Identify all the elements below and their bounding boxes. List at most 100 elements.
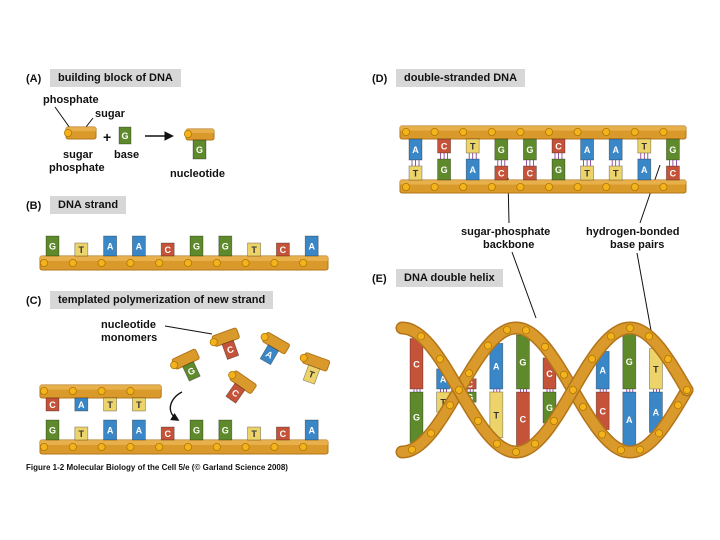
- panel-e-base-top-3-letter: A: [493, 362, 500, 372]
- panel-b-knob-6: [212, 258, 221, 267]
- panel-c-template-base-1: [74, 426, 89, 441]
- panel-e-base-bottom-7-letter: C: [599, 406, 606, 416]
- panel-d-bottom-base-5-letter: G: [555, 165, 562, 175]
- panel-e-base-bottom-8-letter: A: [626, 415, 633, 425]
- panel-d-top-knob-7: [602, 127, 611, 136]
- panel-d-bottom-base-5: [551, 158, 566, 181]
- helix-strand-2: [397, 322, 692, 458]
- panel-d-letter: (D): [372, 73, 388, 85]
- panel-c-new-base-0-letter: C: [49, 400, 56, 410]
- helix-knob-16: [560, 370, 569, 379]
- free-monomer-1: G: [170, 348, 201, 382]
- panel-d-bottom-knob-2: [459, 182, 468, 191]
- helix-knob-12: [522, 326, 531, 335]
- free-monomer-knob-0: [209, 338, 218, 347]
- panel-d-bottom-backbone-highlight: [400, 180, 686, 185]
- panel-d-top-knob-1: [430, 127, 439, 136]
- panel-d-bottom-knob-4: [516, 182, 525, 191]
- panel-d-bottom-base-1-letter: G: [441, 165, 448, 175]
- panel-e-base-top-4-letter: G: [519, 357, 526, 367]
- panel-d-bottom-knob-1: [430, 182, 439, 191]
- panel-c-new-base-3-letter: T: [136, 400, 142, 410]
- panel-e-base-top-0-letter: C: [413, 359, 420, 369]
- panel-b-base-5: [189, 235, 204, 257]
- panel-c-new-knob-2: [97, 386, 106, 395]
- panel-d-bottom-knob-7: [602, 182, 611, 191]
- panel-d-top-base-6: [580, 138, 594, 161]
- panel-e-base-bottom-0: [409, 391, 424, 443]
- monomers-label-1: nucleotide: [101, 319, 157, 331]
- helix-knob-21: [607, 332, 616, 341]
- panel-d-top-base-9-letter: G: [669, 145, 676, 155]
- panel-e-base-top-1-letter: A: [440, 374, 447, 384]
- panel-d-bottom-knob-0: [401, 182, 410, 191]
- free-monomer-knob-2: [260, 332, 269, 341]
- panel-c-template-knob-8: [270, 442, 279, 451]
- helix-knob-28: [674, 401, 683, 410]
- panel-c-template-knob-5: [183, 442, 192, 451]
- panel-c-template-knob-3: [126, 442, 135, 451]
- panel-e-base-top-4: [516, 334, 530, 390]
- panel-c-template-base-0-letter: G: [49, 426, 56, 436]
- panel-b-base-9-letter: A: [308, 242, 315, 252]
- panel-c-template-base-5: [189, 419, 204, 441]
- panel-b-base-6-letter: G: [222, 242, 229, 252]
- panel-d-top-base-1: [437, 138, 452, 154]
- panel-c-template-knob-7: [241, 442, 250, 451]
- helix-knob-27: [664, 354, 673, 363]
- panel-d-bottom-base-4: [523, 165, 537, 181]
- panel-c-template-knob-0: [40, 442, 49, 451]
- panel-e-base-bottom-3: [489, 391, 504, 439]
- panel-d-top-knob-8: [630, 127, 639, 136]
- panel-b-base-0: [45, 235, 60, 257]
- panel-c-template-knob-1: [68, 442, 77, 451]
- nucleotide-label: nucleotide: [170, 168, 226, 180]
- helix-knob-9: [492, 439, 501, 448]
- panel-d-top-backbone: [399, 125, 687, 140]
- panel-e-base-bottom-5: [542, 391, 557, 424]
- free-monomer-base-1: [182, 361, 201, 382]
- panel-e-base-bottom-1: [436, 391, 451, 413]
- sugar-leader-line: [85, 117, 94, 128]
- panel-c-template-base-6-letter: G: [222, 426, 229, 436]
- figure-caption: Figure 1-2 Molecular Biology of the Cell…: [26, 463, 288, 472]
- panel-d-bottom-base-1: [437, 158, 452, 181]
- panel-e-base-top-2-letter: C: [466, 379, 473, 389]
- panel-d-bottom-base-0-letter: T: [413, 169, 419, 179]
- panel-e-base-bottom-4: [516, 391, 530, 447]
- panel-b-knob-1: [68, 258, 77, 267]
- helix-knob-15: [550, 416, 559, 425]
- free-monomer-sugar-0: [211, 327, 240, 347]
- panel-b-base-8-letter: C: [280, 245, 287, 255]
- panel-c-template-base-4: [160, 426, 175, 441]
- panel-c-template-base-3-letter: A: [136, 426, 143, 436]
- panel-b-base-4-letter: C: [164, 245, 171, 255]
- panel-e-base-top-5-letter: C: [546, 369, 553, 379]
- panel-e-base-top-3: [489, 342, 504, 390]
- panel-d-title: double-stranded DNA: [396, 69, 526, 87]
- free-monomer-knob-3: [299, 353, 308, 362]
- panel-c-template-base-4-letter: C: [164, 429, 171, 439]
- helix-knob-23: [626, 323, 635, 332]
- panel-d-bottom-base-4-letter: C: [527, 169, 534, 179]
- panel-d-bottom-base-2-letter: A: [469, 165, 476, 175]
- helix-knob-25: [645, 332, 654, 341]
- helix-knob-17: [569, 385, 578, 394]
- panel-d-top-knob-0: [401, 127, 410, 136]
- panel-e-letter: (E): [372, 273, 387, 285]
- panel-e-base-top-7: [595, 350, 610, 390]
- panel-d-bottom-base-8: [637, 158, 652, 181]
- base-pairs-leader-line-e: [636, 252, 661, 381]
- panel-d-top-knob-6: [573, 127, 582, 136]
- panel-b-base-1-letter: T: [79, 245, 85, 255]
- panel-c-template-base-2: [103, 419, 117, 441]
- panel-b-knob-8: [270, 258, 279, 267]
- panel-c-template-backbone: [39, 439, 329, 455]
- helix-knob-5: [454, 385, 463, 394]
- panel-d-top-base-0: [408, 138, 423, 161]
- panel-e-base-bottom-7: [595, 391, 610, 431]
- helix-knob-24: [636, 445, 645, 454]
- panel-b-knob-4: [155, 258, 164, 267]
- panel-b-letter: (B): [26, 200, 42, 212]
- panel-e-base-top-8: [622, 333, 637, 390]
